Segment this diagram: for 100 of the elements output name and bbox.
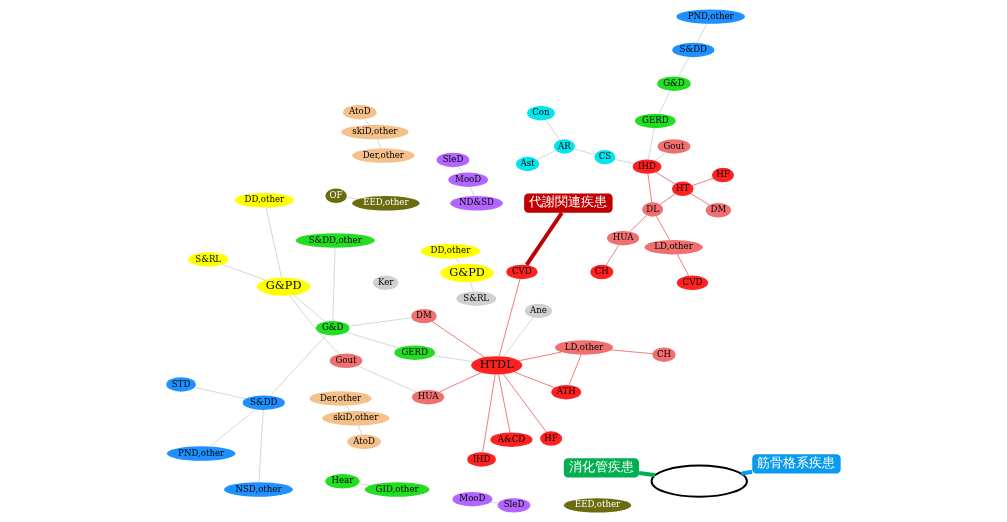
connector bbox=[289, 295, 340, 355]
connector bbox=[470, 281, 474, 292]
connector bbox=[638, 471, 656, 478]
connector bbox=[358, 483, 371, 486]
node-ellipse: Ast bbox=[516, 156, 540, 172]
connector bbox=[498, 374, 511, 433]
node-ellipse: AtoD bbox=[342, 105, 377, 120]
node-ellipse: IHD bbox=[632, 159, 662, 174]
node-ellipse: LD,other bbox=[644, 239, 703, 255]
connector bbox=[659, 193, 676, 205]
node-ellipse: S&DD bbox=[242, 395, 285, 410]
connector bbox=[696, 23, 708, 44]
node-ellipse: CVD bbox=[506, 264, 538, 280]
connector bbox=[345, 405, 351, 412]
node-ellipse: G&D bbox=[315, 321, 350, 336]
connector bbox=[605, 244, 620, 266]
node-ellipse: HUA bbox=[411, 390, 445, 405]
node-ellipse: ND&SD bbox=[450, 196, 503, 211]
connector bbox=[433, 355, 474, 363]
connector bbox=[358, 425, 362, 435]
node-ellipse: DL bbox=[642, 202, 664, 217]
connector bbox=[431, 321, 485, 358]
node-box: 筋骨格系疾患 bbox=[752, 454, 841, 474]
connector bbox=[503, 317, 534, 357]
node-ellipse: LD,other bbox=[554, 340, 614, 355]
connector bbox=[658, 90, 671, 115]
node-ellipse: GERD bbox=[394, 345, 436, 360]
node-ellipse: SleD bbox=[497, 498, 531, 513]
node-ellipse: Hear bbox=[325, 474, 360, 489]
node-ellipse: G&PD bbox=[256, 277, 311, 296]
node-ellipse: GID,other bbox=[364, 482, 430, 497]
connector bbox=[348, 317, 412, 327]
connector bbox=[656, 216, 670, 241]
connector bbox=[364, 118, 370, 126]
connector bbox=[194, 387, 247, 400]
node-ellipse: CH bbox=[590, 264, 614, 280]
connector bbox=[574, 148, 596, 155]
node-ellipse: Gout bbox=[329, 353, 363, 368]
node-ellipse: S&DD bbox=[672, 42, 715, 58]
node-ellipse: NSD,other bbox=[224, 482, 293, 497]
node-ellipse: S&DD,other bbox=[295, 233, 375, 248]
node-ellipse: skiD,other bbox=[341, 124, 409, 140]
node-ellipse: S&RL bbox=[188, 252, 229, 267]
connector bbox=[438, 372, 482, 393]
connector bbox=[654, 152, 666, 161]
node-box: 代謝関連疾患 bbox=[524, 193, 613, 213]
connector bbox=[568, 354, 582, 386]
node-ellipse: skiD,other bbox=[322, 411, 390, 426]
node-ellipse: HF bbox=[711, 167, 734, 183]
node-ellipse: EED,other bbox=[352, 196, 420, 211]
node-ellipse: IHD bbox=[467, 452, 496, 467]
node-box: 消化管疾患 bbox=[563, 458, 639, 478]
node-ellipse: EED,other bbox=[563, 498, 632, 513]
connector bbox=[513, 371, 555, 388]
node-ellipse: ATH bbox=[551, 384, 582, 400]
node-ellipse: HTDL bbox=[471, 356, 523, 375]
connector bbox=[346, 332, 400, 349]
node-ellipse: Ane bbox=[524, 303, 552, 319]
connector bbox=[265, 207, 282, 278]
node-ellipse: Gout bbox=[657, 139, 691, 154]
node-ellipse: PND,other bbox=[166, 446, 236, 461]
node-ellipse: DD,other bbox=[234, 193, 295, 208]
node-ellipse: S&RL bbox=[456, 291, 497, 306]
node-ellipse: DD,other bbox=[420, 244, 481, 259]
node-ellipse: HF bbox=[540, 431, 563, 446]
node-ellipse: G&D bbox=[657, 76, 691, 91]
connector bbox=[740, 469, 753, 476]
connector bbox=[455, 258, 461, 265]
node-ellipse: Der,other bbox=[309, 391, 372, 406]
connector bbox=[692, 178, 714, 186]
node-ellipse: SleD bbox=[436, 152, 470, 168]
node-ellipse bbox=[650, 464, 748, 498]
connector bbox=[357, 365, 417, 393]
node-ellipse: MooD bbox=[452, 491, 493, 507]
connector bbox=[524, 211, 564, 267]
connector bbox=[502, 373, 547, 433]
connector bbox=[293, 294, 326, 323]
connector bbox=[269, 334, 327, 397]
connector bbox=[482, 374, 496, 453]
node-ellipse: DM bbox=[411, 308, 437, 324]
connector bbox=[690, 193, 710, 206]
connector bbox=[610, 349, 653, 354]
connector bbox=[346, 197, 359, 200]
node-ellipse: OF bbox=[325, 188, 347, 204]
connector bbox=[629, 215, 647, 232]
node-ellipse: CH bbox=[652, 347, 676, 362]
connector bbox=[490, 501, 499, 504]
node-ellipse: CVD bbox=[676, 275, 709, 290]
connector bbox=[377, 139, 381, 149]
node-ellipse: A&CD bbox=[490, 432, 533, 447]
node-ellipse: MooD bbox=[448, 172, 489, 187]
node-ellipse: Der,other bbox=[352, 148, 415, 163]
node-ellipse: PND,other bbox=[676, 9, 745, 24]
connector bbox=[536, 150, 557, 160]
node-ellipse: AR bbox=[554, 139, 575, 154]
connector bbox=[470, 186, 475, 197]
node-ellipse: HUA bbox=[607, 231, 640, 246]
connector bbox=[647, 173, 652, 203]
node-ellipse: Ker bbox=[372, 275, 399, 290]
node-ellipse: HT bbox=[671, 181, 694, 197]
